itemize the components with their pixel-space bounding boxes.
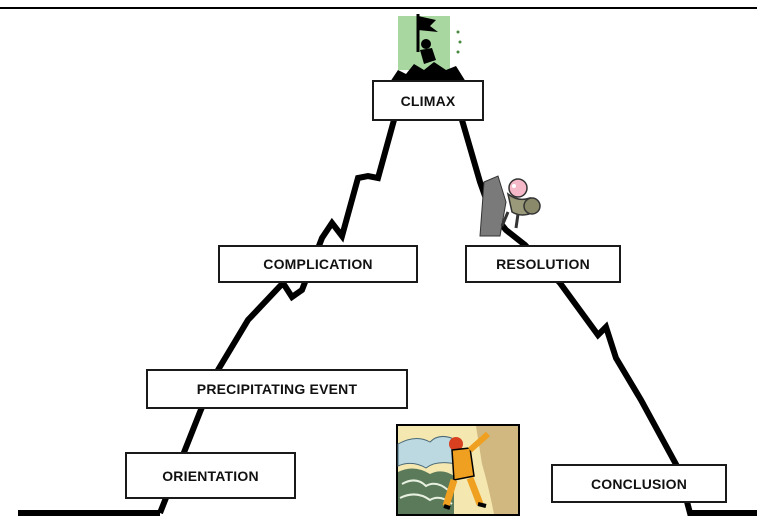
climax-label: CLIMAX bbox=[372, 80, 484, 121]
ascending-climber-icon bbox=[396, 424, 520, 516]
orientation-label: ORIENTATION bbox=[125, 452, 296, 499]
precipitating-event-label: PRECIPITATING EVENT bbox=[146, 369, 408, 409]
complication-label: COMPLICATION bbox=[218, 245, 418, 283]
flag-on-summit-icon bbox=[390, 14, 466, 82]
descending-climber-icon bbox=[479, 175, 541, 237]
conclusion-label: CONCLUSION bbox=[551, 464, 727, 503]
resolution-label: RESOLUTION bbox=[465, 245, 621, 283]
